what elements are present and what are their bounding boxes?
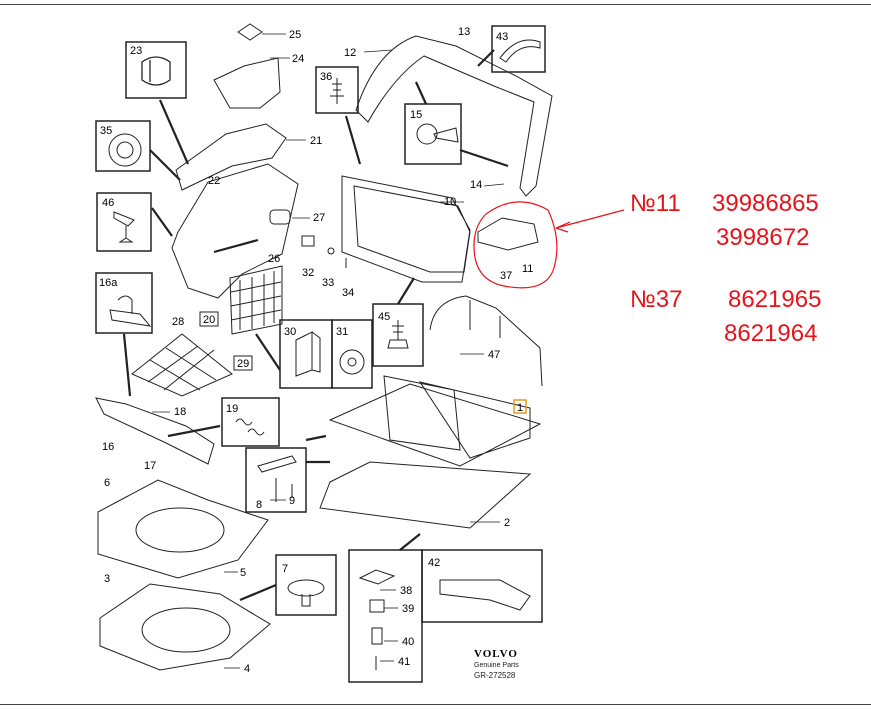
callout-29: 29	[237, 358, 249, 370]
part-22-side-panel	[171, 163, 299, 299]
detail-box-16a	[95, 272, 153, 334]
callout-28: 28	[172, 316, 184, 328]
detail-box-36	[315, 66, 359, 114]
volvo-logo-text: VOLVO	[474, 648, 518, 660]
callout-46: 46	[102, 197, 114, 209]
detail-box-23	[125, 41, 187, 99]
callout-23: 23	[130, 45, 142, 57]
callout-41: 41	[398, 656, 410, 668]
part-11-number-1: 39986865	[712, 190, 819, 217]
callout-36: 36	[320, 71, 332, 83]
top-border	[0, 4, 871, 5]
callout-1: 1	[517, 402, 523, 414]
callout-16a: 16a	[99, 277, 118, 289]
callout-32: 32	[302, 267, 314, 279]
callout-15: 15	[410, 109, 422, 121]
callout-20: 20	[203, 314, 215, 326]
part-21-sketch	[175, 123, 287, 191]
red-highlight-circle	[473, 201, 558, 289]
callout-39: 39	[402, 603, 414, 615]
leader-lines	[152, 33, 505, 669]
part-6-wheel-well	[135, 507, 225, 553]
callout-38: 38	[400, 585, 412, 597]
part-25-sketch	[237, 23, 263, 41]
callout-43: 43	[496, 31, 508, 43]
callout-37: 37	[500, 270, 512, 282]
part-47-strap	[429, 295, 543, 387]
part-27-sketch	[269, 209, 291, 225]
part-6-spare-tray	[97, 479, 269, 579]
callout-19: 19	[226, 403, 238, 415]
part-1-cargo-cover	[328, 375, 542, 467]
callout-40: 40	[402, 636, 414, 648]
genuine-parts-label: Genuine Parts	[474, 662, 519, 669]
callout-13: 13	[458, 26, 470, 38]
callout-8: 8	[256, 499, 262, 511]
callout-26: 26	[268, 253, 280, 265]
callout-2: 2	[504, 517, 510, 529]
part-10-tailgate-panel	[341, 175, 471, 283]
red-pointer-line	[555, 209, 625, 233]
callout-box-1	[513, 399, 527, 414]
detail-box-35	[95, 120, 151, 172]
detail-box-19	[221, 397, 280, 447]
part-20-net	[229, 265, 283, 335]
callout-34: 34	[342, 287, 354, 299]
callout-31: 31	[336, 326, 348, 338]
diagram-code: GR-272528	[474, 671, 516, 680]
part-11-number-2: 3998672	[716, 224, 810, 251]
callout-labels: 25 24 23 36 12 13 43 35 21 15 22 14 46 1…	[99, 26, 533, 675]
callout-10: 10	[444, 196, 456, 208]
part-16-sill	[95, 397, 215, 465]
callout-4: 4	[244, 663, 250, 675]
part-12-13-14-sketch	[355, 35, 553, 197]
detail-box-8-9	[245, 447, 307, 513]
callout-47: 47	[488, 349, 500, 361]
callout-30: 30	[284, 326, 296, 338]
part-11-label: №11	[630, 190, 681, 217]
part-3-4-tray	[99, 583, 271, 671]
callout-12: 12	[344, 47, 356, 59]
part-32-sketch	[301, 235, 315, 247]
callout-14: 14	[470, 179, 482, 191]
part-28-floor-net	[131, 333, 233, 397]
callout-11: 11	[522, 263, 533, 275]
part-2-floor-mat	[319, 461, 532, 529]
detail-box-38-41	[348, 549, 423, 683]
part-37-label: №37	[630, 286, 683, 313]
part-4-wheel-well	[141, 607, 231, 653]
part-37-number-1: 8621965	[728, 286, 822, 313]
callout-7: 7	[282, 563, 288, 575]
bottom-border	[0, 704, 871, 705]
part-11-37-sketch	[477, 217, 539, 251]
detail-box-15	[404, 103, 462, 165]
callout-45: 45	[378, 311, 390, 323]
part-37-number-2: 8621964	[724, 320, 818, 347]
part-33-sketch	[327, 247, 335, 255]
callout-33: 33	[322, 277, 334, 289]
callout-5: 5	[240, 567, 246, 579]
callout-21: 21	[310, 135, 322, 147]
callout-35: 35	[100, 125, 112, 137]
callout-22: 22	[208, 175, 220, 187]
callout-box-29	[233, 355, 253, 371]
callout-3: 3	[104, 573, 110, 585]
detail-box-31	[331, 319, 373, 389]
callout-25: 25	[289, 29, 301, 41]
callout-17: 17	[144, 460, 156, 472]
part-24-sketch	[213, 57, 281, 109]
detail-box-43	[491, 25, 546, 73]
callout-27: 27	[313, 212, 325, 224]
callout-box-20	[199, 311, 219, 327]
callout-9: 9	[289, 495, 295, 507]
callout-18: 18	[174, 406, 186, 418]
connector-arrows	[122, 49, 509, 602]
callout-24: 24	[292, 53, 304, 65]
callout-6: 6	[104, 477, 110, 489]
callout-16: 16	[102, 441, 114, 453]
detail-box-46	[96, 192, 152, 252]
callout-42: 42	[428, 557, 440, 569]
detail-box-42	[421, 549, 543, 623]
